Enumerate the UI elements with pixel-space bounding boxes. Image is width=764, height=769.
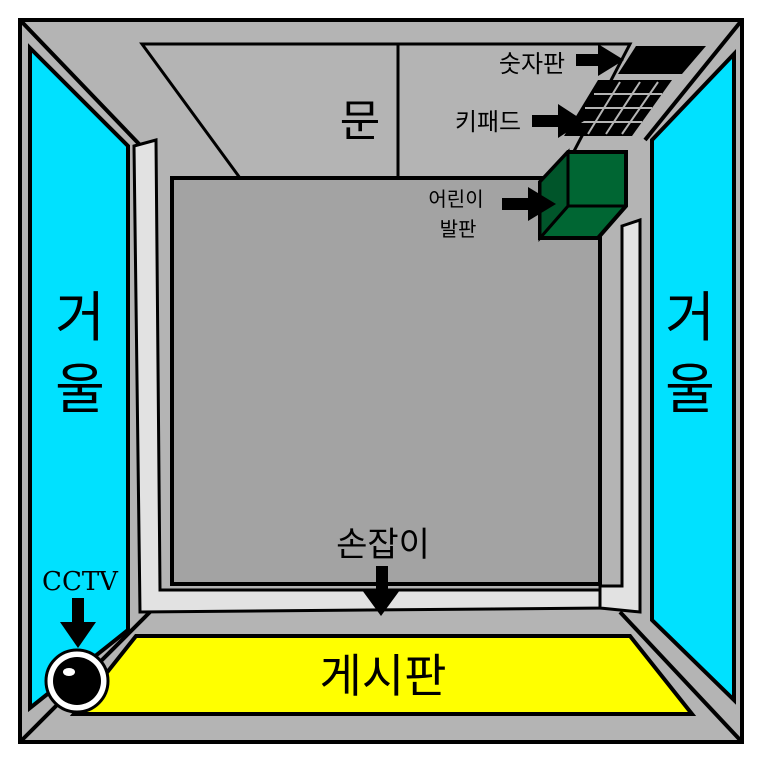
child-step (538, 148, 628, 242)
mirror-left-label-line2: 울 (55, 358, 105, 421)
arrow-icon-display (576, 44, 624, 76)
bulletin-board-label: 게시판 (320, 649, 447, 703)
corner-line-top-right (643, 18, 744, 142)
floor-display (618, 46, 706, 74)
child-step-label-line1: 어린이 (428, 187, 483, 211)
mirror-left (28, 43, 130, 713)
handrail-right (598, 217, 642, 614)
mirror-right-label-line2: 울 (665, 358, 715, 421)
display-label: 숫자판 (499, 50, 565, 78)
arrow-icon-handrail (362, 566, 400, 616)
arrow-icon-cctv (60, 598, 96, 648)
arrow-icon-child-step (502, 187, 556, 221)
floor (170, 176, 602, 586)
cctv-label: CCTV (42, 567, 119, 597)
door-label: 문 (340, 96, 380, 147)
keypad-grid (575, 81, 662, 135)
mirror-right (650, 49, 736, 705)
mirror-right-label-line1: 거 (665, 286, 715, 349)
keypad-label: 키패드 (455, 108, 521, 136)
corner-line-bottom-right (618, 610, 744, 744)
arrow-icon-keypad (532, 104, 584, 138)
mirror-left-label-line1: 거 (55, 286, 105, 349)
keypad (564, 80, 672, 136)
child-step-label-line2: 발판 (440, 217, 477, 241)
cctv-camera-icon (44, 648, 110, 714)
corner-line-top-left (18, 18, 142, 147)
handrail-label: 손잡이 (336, 525, 430, 565)
